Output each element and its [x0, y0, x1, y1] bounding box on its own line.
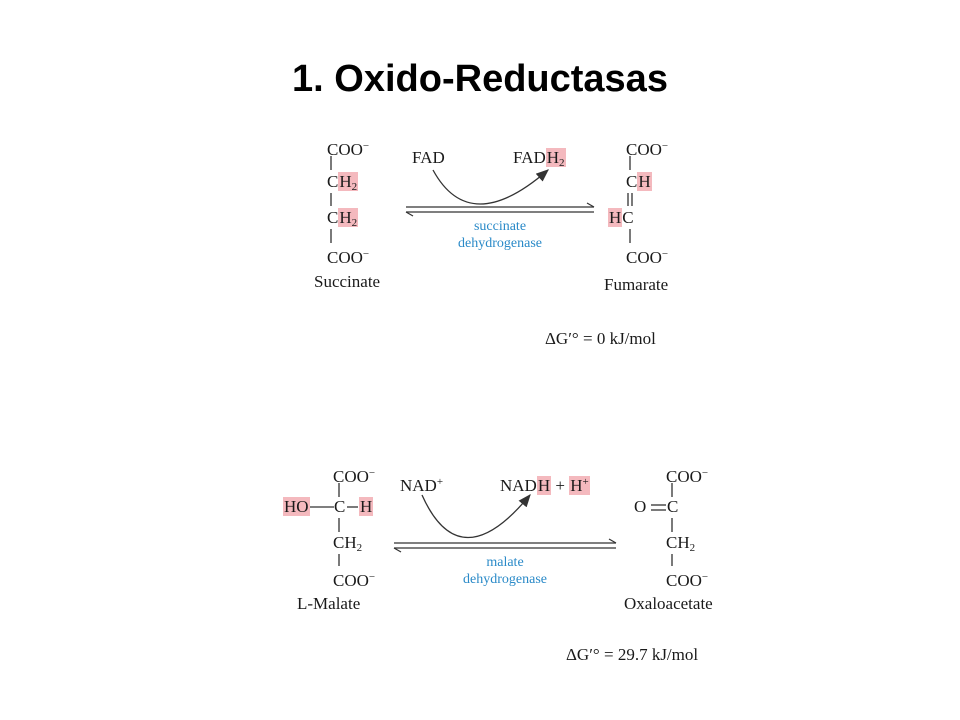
succinate-ch2-lower: CH2 — [327, 208, 359, 229]
fumarate-coo-bottom: COO− — [626, 248, 669, 267]
reaction1-cofactor-arrow — [432, 169, 549, 205]
fumarate-coo-top: COO− — [626, 140, 669, 159]
malate-ch2: CH2 — [333, 533, 363, 554]
fumarate-hc: HC — [608, 208, 634, 227]
oxaloacetate-coo-bottom: COO− — [666, 571, 709, 590]
nad-in: NAD+ — [400, 476, 444, 495]
nadh-plus-proton: NADH + H+ — [500, 476, 590, 495]
succinate-coo-bottom: COO− — [327, 248, 370, 267]
oxaloacetate-label: Oxaloacetate — [624, 594, 713, 613]
malate-label: L-Malate — [297, 594, 361, 613]
malate-coo-top: COO− — [333, 467, 376, 486]
succinate-label: Succinate — [314, 272, 381, 291]
succinate-coo-top: COO− — [327, 140, 370, 159]
malate-ho: HO — [283, 497, 310, 516]
reaction2-equilibrium-arrows — [393, 538, 617, 553]
malate-coo-bottom: COO− — [333, 571, 376, 590]
oxaloacetate-o: O — [634, 497, 647, 516]
fad-in: FAD — [412, 148, 445, 167]
fumarate-bonds — [627, 156, 633, 243]
reaction1-delta-g: ΔG′° = 0 kJ/mol — [545, 329, 656, 348]
reaction2-cofactor-arrow — [421, 493, 531, 539]
malate-dehydrogenase-label: malate dehydrogenase — [463, 555, 547, 587]
oxaloacetate-coo-top: COO− — [666, 467, 709, 486]
succinate-dehydrogenase-label: succinate dehydrogenase — [458, 219, 542, 251]
oxaloacetate-c: C — [667, 497, 679, 516]
slide-title: 1. Oxido-Reductasas — [292, 58, 668, 100]
succinate-ch2-upper: CH2 — [327, 172, 359, 193]
reaction2-delta-g: ΔG′° = 29.7 kJ/mol — [566, 645, 699, 664]
malate-h: H — [359, 497, 374, 516]
oxaloacetate-ch2: CH2 — [666, 533, 696, 554]
fumarate-label: Fumarate — [604, 275, 669, 294]
fumarate-ch: CH — [626, 172, 652, 191]
reaction1-equilibrium-arrows — [405, 202, 595, 217]
fadh2-out: FADH2 — [513, 148, 566, 169]
malate-central-c: C — [334, 497, 346, 516]
